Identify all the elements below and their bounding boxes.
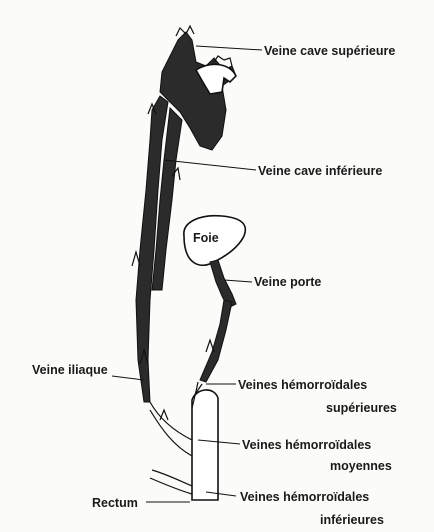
label-rectum: Rectum [92,496,138,510]
label-hem-moy-line2: moyennes [330,459,392,473]
label-hem-sup-line1: Veines hémorroïdales [238,378,367,392]
label-hem-sup-line2: supérieures [326,401,397,415]
label-vci: Veine cave inférieure [258,164,382,178]
label-vcs: Veine cave supérieure [264,44,395,58]
label-foie: Foie [193,231,219,245]
label-hem-inf-line1: Veines hémorroïdales [240,490,369,504]
vena-cava-trunk [136,96,182,402]
rectum-organ [192,390,218,500]
label-hem-inf-line2: inférieures [320,513,384,527]
label-veine-iliaque: Veine iliaque [32,363,108,377]
portal-vein [200,260,236,382]
label-hem-moy-line1: Veines hémorroïdales [242,438,371,452]
label-veine-porte: Veine porte [254,275,321,289]
